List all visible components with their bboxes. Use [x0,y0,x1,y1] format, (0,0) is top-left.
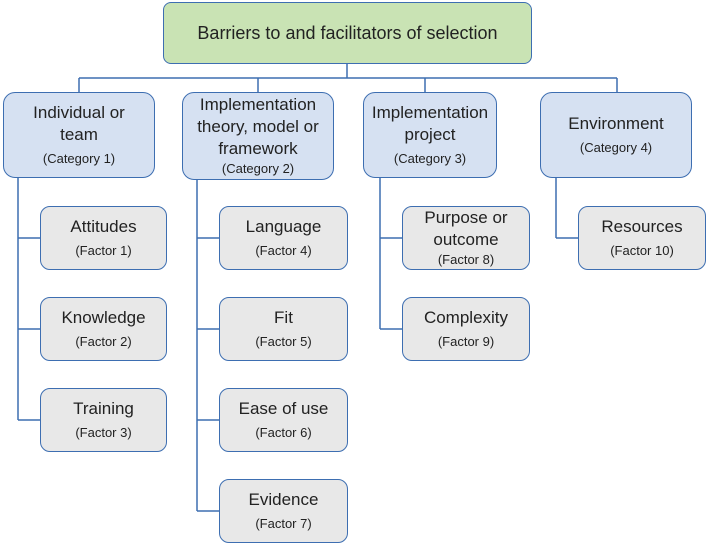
factor-node-4: Language (Factor 4) [219,206,348,270]
factor-title: Training [73,399,134,418]
factor-subtitle: (Factor 10) [610,243,674,258]
factor-subtitle: (Factor 7) [255,516,312,531]
category-node-1: Individual or team (Category 1) [3,92,155,178]
category-subtitle: (Category 4) [579,140,653,155]
factor-title: Complexity [423,308,509,327]
factor-title: Attitudes [70,217,137,236]
factor-subtitle: (Factor 5) [255,334,312,349]
factor-title: Evidence [248,490,319,509]
factor-node-6: Ease of use (Factor 6) [219,388,348,452]
factor-subtitle: (Factor 1) [75,243,132,258]
factor-title: Resources [601,217,683,236]
category-subtitle: (Category 1) [42,151,116,166]
factor-subtitle: (Factor 6) [255,425,312,440]
factor-node-2: Knowledge (Factor 2) [40,297,167,361]
factor-node-7: Evidence (Factor 7) [219,479,348,543]
factor-title: Ease of use [238,399,329,418]
factor-subtitle: (Factor 3) [75,425,132,440]
factor-node-8: Purpose or outcome (Factor 8) [402,206,530,270]
category-subtitle: (Category 3) [393,151,467,166]
category-title: Individual or team [33,103,125,144]
category-subtitle: (Category 2) [221,161,295,176]
factor-subtitle: (Factor 8) [437,252,495,267]
factor-node-9: Complexity (Factor 9) [402,297,530,361]
factor-title: Fit [274,308,293,327]
category-title: Implementation project [371,103,489,144]
factor-node-1: Attitudes (Factor 1) [40,206,167,270]
factor-subtitle: (Factor 2) [75,334,132,349]
category-title: Environment [568,114,664,133]
factor-title: Knowledge [61,308,146,327]
root-title: Barriers to and facilitators of selectio… [197,22,498,43]
root-node: Barriers to and facilitators of selectio… [163,2,532,64]
factor-title: Language [245,217,322,236]
factor-title: Purpose or outcome [424,208,508,249]
factor-subtitle: (Factor 9) [437,334,495,349]
category-node-3: Implementation project (Category 3) [363,92,497,178]
factor-node-5: Fit (Factor 5) [219,297,348,361]
factor-node-10: Resources (Factor 10) [578,206,706,270]
factor-node-3: Training (Factor 3) [40,388,167,452]
category-title: Implementation theory, model or framewor… [197,95,319,158]
category-node-2: Implementation theory, model or framewor… [182,92,334,180]
category-node-4: Environment (Category 4) [540,92,692,178]
factor-subtitle: (Factor 4) [255,243,312,258]
